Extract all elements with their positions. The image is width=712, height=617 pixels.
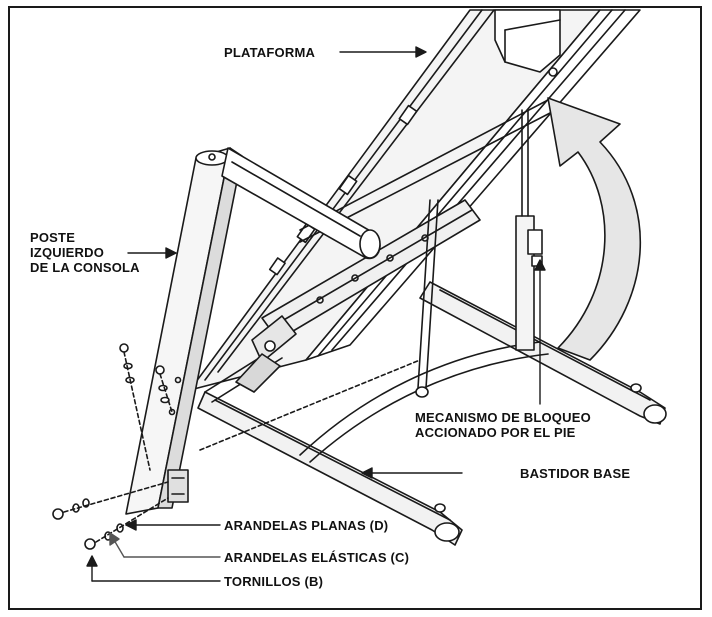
label-tornillos: TORNILLOS (B)	[224, 574, 324, 589]
base-frame	[197, 281, 667, 546]
label-bastidor: BASTIDOR BASE	[520, 466, 631, 481]
label-plataforma: PLATAFORMA	[224, 45, 316, 60]
diagram-frame	[8, 6, 702, 610]
label-mecanismo-line2: ACCIONADO POR EL PIE	[415, 425, 576, 440]
label-poste-block: POSTE IZQUIERDO DE LA CONSOLA	[30, 230, 140, 275]
label-mecanismo-block: MECANISMO DE BLOQUEO ACCIONADO POR EL PI…	[415, 410, 591, 440]
lift-frame	[235, 99, 553, 398]
console-post	[125, 147, 381, 515]
leader-lines	[86, 46, 546, 582]
tilt-up-arrow	[547, 97, 642, 361]
hardware-parts	[52, 343, 421, 550]
label-poste-line1: POSTE	[30, 230, 76, 245]
label-poste-line3: DE LA CONSOLA	[30, 260, 140, 275]
label-mecanismo-line1: MECANISMO DE BLOQUEO	[415, 410, 591, 425]
label-arandelas-planas: ARANDELAS PLANAS (D)	[224, 518, 389, 533]
label-arandelas-elasticas: ARANDELAS ELÁSTICAS (C)	[224, 550, 410, 565]
label-poste-line2: IZQUIERDO	[30, 245, 105, 260]
